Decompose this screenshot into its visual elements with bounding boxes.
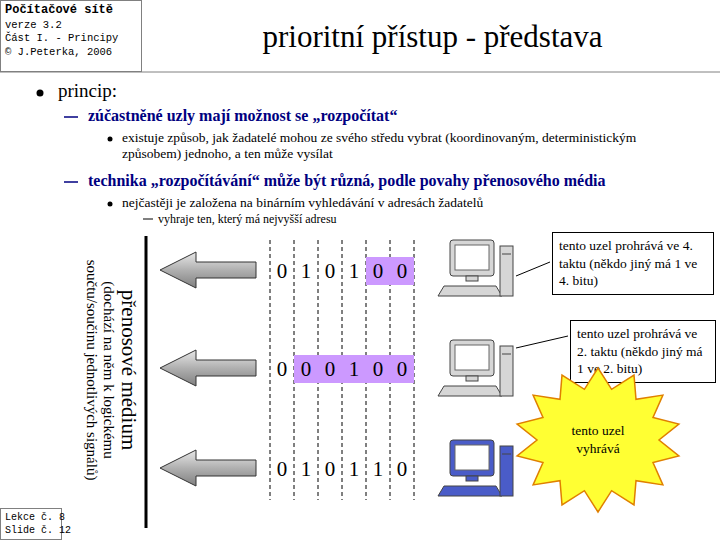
header-box: Počítačové sítěverze 3.2Část I. - Princi… xyxy=(0,0,142,72)
bit-digit: 0 xyxy=(318,455,342,483)
callout-text: tento uzel prohrává ve 4. taktu (někdo j… xyxy=(559,237,707,290)
callout-box: tento uzel prohrává ve 2. taktu (někdo j… xyxy=(570,320,716,383)
slide-title: prioritní přístup - představa xyxy=(150,18,715,55)
bit-digit: 1 xyxy=(294,455,318,483)
computer-icon xyxy=(438,340,513,396)
bit-digit: 0 xyxy=(318,355,342,383)
medium-label: přenosové médium xyxy=(117,235,140,505)
bit-digit: 0 xyxy=(390,257,414,285)
bullet-text: vyhraje ten, který má nejvyšší adresu xyxy=(158,212,337,226)
info-line: Lekce č. 8 xyxy=(5,511,57,524)
clock-lines xyxy=(270,240,414,500)
bit-digit: 1 xyxy=(342,455,366,483)
signal-arrow xyxy=(160,252,256,288)
bit-digit: 0 xyxy=(390,355,414,383)
signal-arrow xyxy=(160,450,256,486)
info-line: verze 3.2 xyxy=(5,19,137,33)
bit-digit: 0 xyxy=(318,257,342,285)
bit-digit: 0 xyxy=(270,257,294,285)
bit-digit: 0 xyxy=(390,455,414,483)
callout-box: tento uzel prohrává ve 4. taktu (někdo j… xyxy=(552,232,714,295)
bit-digit: 1 xyxy=(366,455,390,483)
bit-digit: 1 xyxy=(294,257,318,285)
bullet xyxy=(64,116,78,118)
star-shape xyxy=(513,366,683,514)
computer-icon xyxy=(438,240,513,296)
leader-line xyxy=(516,262,550,276)
bit-digit: 0 xyxy=(366,355,390,383)
bullet xyxy=(108,137,113,142)
info-line: Část I. - Principy xyxy=(5,32,137,46)
medium-note: (dochází na něm k logickému součtu/souči… xyxy=(84,235,117,505)
course-title: Počítačové sítě xyxy=(5,3,137,19)
footer-box: Lekce č. 8Slide č. 12 xyxy=(0,508,62,540)
bullet-text: zúčastněné uzly mají možnost se „rozpočí… xyxy=(88,106,397,125)
bullet-text: nejčastěji je založena na binárním vyhle… xyxy=(122,195,483,211)
bullet-text: existuje způsob, jak žadatelé mohou ze s… xyxy=(122,130,682,162)
bullet xyxy=(108,202,113,207)
star-text: tento uzel vyhrává xyxy=(553,422,643,457)
medium-line xyxy=(145,236,148,528)
bullet xyxy=(64,181,78,183)
bullet xyxy=(37,90,44,97)
bullet-text: technika „rozpočítávání“ může být různá,… xyxy=(88,171,606,190)
bit-row: 010100 xyxy=(270,257,414,285)
bullet xyxy=(143,219,153,220)
bit-digit: 0 xyxy=(366,257,390,285)
bit-digit: 0 xyxy=(294,355,318,383)
bit-digit: 0 xyxy=(270,355,294,383)
bullet-text: princip: xyxy=(58,80,117,103)
info-line: Slide č. 12 xyxy=(5,524,57,537)
signal-arrow xyxy=(160,350,256,386)
computer-icon xyxy=(438,440,513,496)
medium-caption: přenosové médium(dochází na něm k logick… xyxy=(84,235,140,505)
clock-line xyxy=(270,240,271,500)
bit-digit: 1 xyxy=(342,355,366,383)
bit-row: 000100 xyxy=(270,355,414,383)
star-outline xyxy=(517,368,679,512)
leader-line xyxy=(516,336,568,348)
info-line: © J.Peterka, 2006 xyxy=(5,46,137,60)
winner-star: tento uzel vyhrává xyxy=(513,366,683,514)
bit-digit: 0 xyxy=(270,455,294,483)
bit-row: 010110 xyxy=(270,455,414,483)
bit-digit: 1 xyxy=(342,257,366,285)
